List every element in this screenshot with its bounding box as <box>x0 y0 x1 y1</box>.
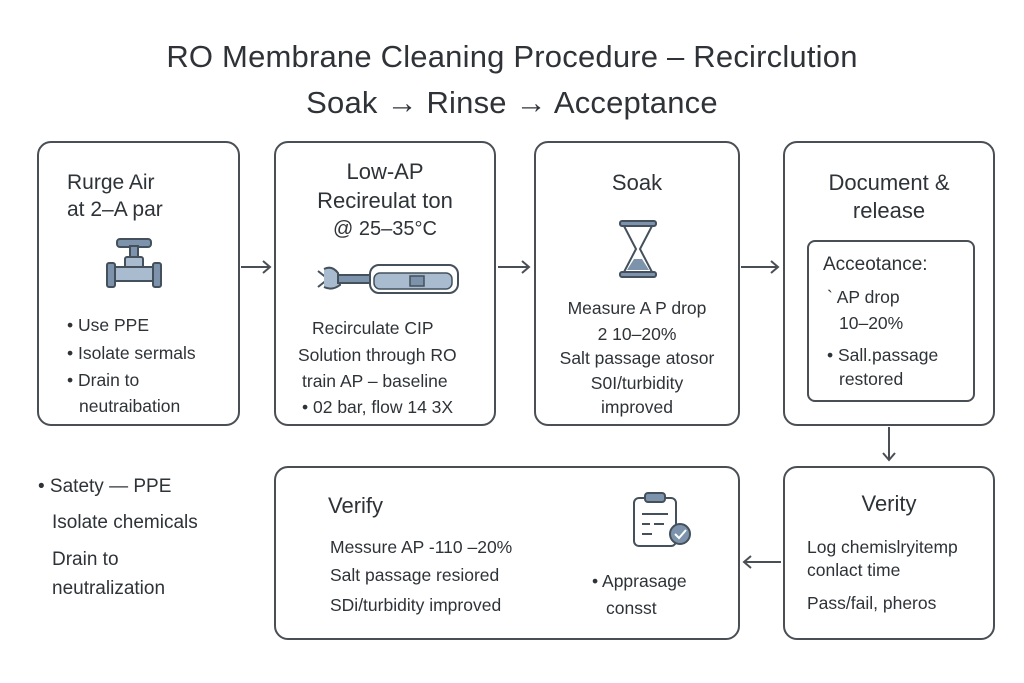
acceptance-line-4: restored <box>839 369 904 389</box>
step-verify-side-line-1: • Apprasage <box>592 571 687 591</box>
safety-line-1: • Satety — PPE <box>38 476 172 497</box>
step-recirculation-line-4: • 02 bar, flow 14 3X <box>302 397 454 417</box>
step-verify-line-3: SDi/turbidity improved <box>330 595 502 615</box>
step-recirculation-line-3: train AP – baseline <box>302 371 448 391</box>
arrow-step2-to-step3 <box>498 260 531 274</box>
step-verity-box: Verity Log chemislryitemp conlact time P… <box>783 466 995 640</box>
safety-line-4: neutralization <box>52 578 166 599</box>
step-recirculation-title-line-2: Recireulat ton <box>317 188 453 213</box>
hourglass-icon <box>619 220 657 278</box>
step-soak-box: Soak Measure A P drop 2 10–20% Salt pass… <box>534 141 740 426</box>
valve-icon <box>106 238 162 288</box>
step-document-release-title-line-1: Document & <box>828 170 950 195</box>
step-soak-line-5: improved <box>601 397 673 417</box>
step-purge-air-bullet-2: • Isolate sermals <box>67 343 196 363</box>
arrow-step3-to-step4 <box>741 260 780 274</box>
arrow-step5-to-step6 <box>742 555 781 569</box>
title-line-2: Soak → Rinse → Acceptance <box>306 85 718 120</box>
step-soak-line-4: S0I/turbidity <box>590 373 684 393</box>
step-verity-title: Verity <box>861 491 917 516</box>
step-soak-line-3: Salt passage atosor <box>559 348 715 368</box>
step-purge-air-title: Rurge Air at 2–A par <box>67 169 163 223</box>
step-recirculation-title: Low-AP Recireulat ton @ 25–35°C <box>276 157 494 244</box>
pump-probe-icon <box>317 264 459 294</box>
step-verify-line-2: Salt passage resiored <box>330 565 500 585</box>
step-soak-line-2: 2 10–20% <box>597 324 677 344</box>
acceptance-line-2: 10–20% <box>839 313 904 333</box>
step-soak-line-1: Measure A P drop <box>567 298 707 318</box>
step-purge-air-bullet-4: neutraibation <box>79 396 181 416</box>
step-recirculation-line-2: Solution through RO <box>298 345 457 365</box>
step-purge-air-title-line-2: at 2–A par <box>67 198 163 221</box>
title-line-1: RO Membrane Cleaning Procedure – Recircl… <box>166 39 858 74</box>
safety-line-2: Isolate chemicals <box>52 512 198 533</box>
step-document-release-title-line-2: release <box>852 198 926 223</box>
arrow-step4-to-step5 <box>882 427 896 462</box>
step-purge-air-bullet-1: • Use PPE <box>67 315 149 335</box>
step-recirculation-title-line-1: Low-AP <box>346 159 424 184</box>
acceptance-criteria-box: Acceotance: ` AP drop 10–20% • Sall.pass… <box>807 240 975 402</box>
step-purge-air-title-line-1: Rurge Air <box>67 171 155 194</box>
step-document-release-title: Document & release <box>785 169 993 225</box>
step-purge-air-bullet-3: • Drain to <box>67 370 140 390</box>
step-verify-side-line-2: consst <box>606 598 657 618</box>
step-verify-line-1: Messure AP -110 –20% <box>330 537 513 557</box>
acceptance-heading: Acceotance: <box>823 254 928 275</box>
step-recirculation-title-line-3: @ 25–35°C <box>333 218 437 240</box>
step-document-release-box: Document & release Acceotance: ` AP drop… <box>783 141 995 426</box>
step-verify-title: Verify <box>328 493 384 518</box>
diagram-title: RO Membrane Cleaning Procedure – Recircl… <box>0 34 1024 126</box>
step-soak-title: Soak <box>611 170 663 195</box>
step-recirculation-box: Low-AP Recireulat ton @ 25–35°C Recircul… <box>274 141 496 426</box>
acceptance-line-3: • Sall.passage <box>827 345 939 365</box>
step-purge-air-box: Rurge Air at 2–A par • Use PPE • Isolate… <box>37 141 240 426</box>
safety-line-3: Drain to <box>52 549 119 570</box>
step-recirculation-line-1: Recirculate CIP <box>312 318 434 338</box>
step-verify-box: Verify Messure AP -110 –20% Salt passage… <box>274 466 740 640</box>
arrow-step1-to-step2 <box>241 260 272 274</box>
step-verity-line-3: Pass/fail, pheros <box>807 593 937 613</box>
clipboard-check-icon <box>633 492 691 547</box>
acceptance-line-1: ` AP drop <box>827 287 900 307</box>
step-verity-line-2: conlact time <box>807 560 901 580</box>
step-verity-line-1: Log chemislryitemp <box>807 537 958 557</box>
